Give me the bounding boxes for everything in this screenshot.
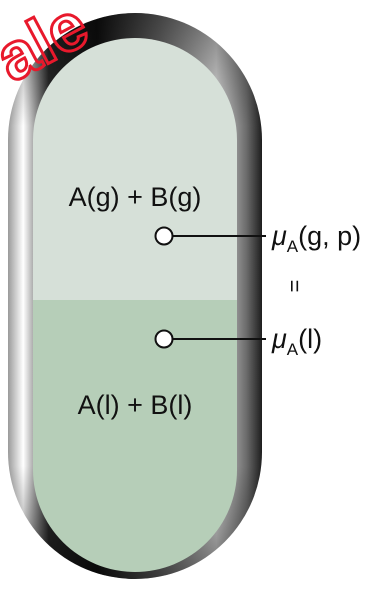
gas-phase-region (33, 38, 237, 300)
liquid-chemical-potential-label: μA(l) (271, 324, 322, 359)
gas-potential-argument: (g, p) (298, 221, 361, 251)
liquid-phase-region (33, 300, 237, 572)
liquid-probe-point (154, 329, 174, 349)
mu-symbol: μ (271, 221, 287, 251)
gas-chemical-potential-label: μA(g, p) (271, 221, 361, 256)
mu-subscript: A (287, 237, 299, 256)
gas-phase-label: A(g) + B(g) (69, 182, 202, 212)
mu-subscript: A (287, 340, 299, 359)
equality-sign: = (282, 280, 307, 293)
liquid-phase-label: A(l) + B(l) (78, 390, 193, 420)
mu-symbol: μ (271, 324, 287, 354)
liquid-potential-argument: (l) (298, 324, 322, 354)
gas-probe-point (154, 226, 174, 246)
